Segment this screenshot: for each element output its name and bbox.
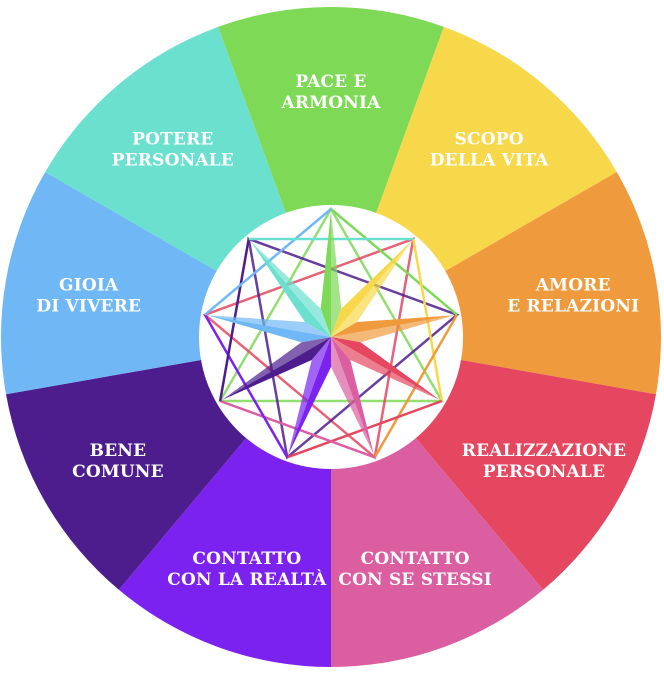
segment-amore-relazioni	[443, 172, 661, 395]
label-line: CONTATTO	[192, 549, 301, 569]
star-ray-shade-pace-armonia	[331, 211, 342, 337]
label-line: COMUNE	[72, 462, 164, 482]
star-ray-shade-gioia-vivere	[207, 315, 331, 337]
segment-contatto-se-stessi	[331, 436, 544, 667]
label-line: ARMONIA	[280, 93, 381, 113]
star-outline-triangle	[202, 237, 415, 460]
label-line: AMORE	[535, 275, 611, 295]
label-line: E RELAZIONI	[507, 296, 639, 316]
label-line: BENE	[90, 441, 147, 461]
star-ray-bene-comune	[222, 337, 331, 400]
label-line: SCOPO	[455, 130, 524, 150]
center-star-emblem	[202, 206, 460, 460]
star-ray-amore-relazioni	[331, 315, 455, 337]
star-ray-shade-potere-personale	[250, 240, 331, 337]
segments-layer	[1, 6, 661, 667]
segment-potere-personale	[45, 26, 287, 273]
segment-bene-comune	[6, 359, 248, 590]
star-outline-triangle	[247, 237, 460, 460]
star-ray-shade-scopo-vita	[331, 240, 412, 337]
label-line: POTERE	[132, 130, 214, 150]
star-outline-triangle	[217, 206, 445, 403]
star-ray-contatto-se-stessi	[331, 337, 374, 455]
label-line: GIOIA	[59, 275, 119, 295]
label-line: DI VIVERE	[36, 296, 141, 316]
star-ray-scopo-vita	[331, 240, 412, 337]
star-ray-realizzazione-personale	[331, 337, 440, 400]
segment-contatto-realta	[118, 436, 331, 667]
segment-realizzazione-personale	[414, 359, 656, 590]
label-line: PACE E	[295, 72, 366, 92]
label-line: REALIZZAZIONE	[462, 441, 626, 461]
label-line: PERSONALE	[112, 151, 234, 171]
segment-scopo-vita	[375, 26, 617, 273]
segment-pace-armonia	[218, 6, 444, 215]
label-line: CON LA REALTÀ	[167, 569, 327, 590]
star-ray-shade-contatto-se-stessi	[331, 337, 374, 455]
star-ray-contatto-realta	[288, 337, 331, 455]
star-ray-shade-amore-relazioni	[331, 315, 455, 343]
star-ray-shade-realizzazione-personale	[331, 337, 440, 400]
star-ray-pace-armonia	[320, 211, 331, 337]
label-line: CON SE STESSI	[338, 570, 492, 590]
star-ray-shade-bene-comune	[222, 337, 331, 400]
star-ray-gioia-vivere	[207, 315, 331, 343]
label-line: CONTATTO	[361, 549, 470, 569]
segment-gioia-vivere	[1, 172, 219, 395]
label-line: DELLA VITA	[430, 151, 549, 171]
label-line: PERSONALE	[483, 462, 605, 482]
star-ray-shade-contatto-realta	[288, 337, 331, 455]
